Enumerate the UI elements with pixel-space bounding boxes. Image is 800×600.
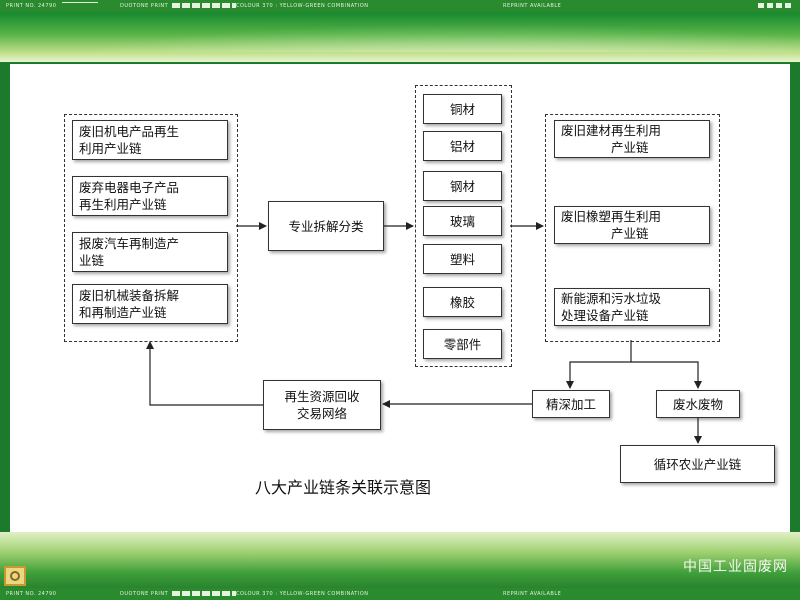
colour-label-bottom: COLOUR 370 : YELLOW-GREEN COMBINATION xyxy=(236,591,369,597)
tone-bars xyxy=(172,3,236,8)
strip-line xyxy=(62,2,98,3)
material-box: 橡胶 xyxy=(423,287,502,317)
top-print-strip: PRINT NO. 24790 DUOTONE PRINT COLOUR 370… xyxy=(0,0,800,12)
top-wave-decoration xyxy=(0,18,800,52)
diagram-caption: 八大产业链条关联示意图 xyxy=(255,478,432,497)
chain-line: 业链 xyxy=(79,253,105,268)
print-no-label-bottom: PRINT NO. 24790 xyxy=(6,591,57,597)
chain-box-vehicles: 报废汽车再制造产业链 xyxy=(72,232,228,272)
chain-box-building-materials: 废旧建材再生利用产业链 xyxy=(554,120,710,158)
reprint-label: REPRINT AVAILABLE xyxy=(503,3,562,9)
material-box: 零部件 xyxy=(423,329,502,359)
bottom-print-strip: PRINT NO. 24790 DUOTONE PRINT COLOUR 370… xyxy=(0,588,800,600)
chain-line: 处理设备产业链 xyxy=(561,308,649,323)
colour-label: COLOUR 370 : YELLOW-GREEN COMBINATION xyxy=(236,3,369,9)
chain-line: 新能源和污水垃圾 xyxy=(561,291,662,306)
material-label: 塑料 xyxy=(449,251,475,267)
duotone-label: DUOTONE PRINT xyxy=(120,3,169,9)
corner-logo-icon xyxy=(4,566,26,586)
chain-line: 再生利用产业链 xyxy=(79,197,167,212)
material-label: 橡胶 xyxy=(449,294,475,310)
network-line: 交易网络 xyxy=(296,406,347,421)
material-box: 塑料 xyxy=(423,244,502,274)
material-box: 铜材 xyxy=(423,94,502,124)
deep-processing-label: 精深加工 xyxy=(545,396,596,412)
wastewater-label: 废水废物 xyxy=(672,396,723,412)
chain-box-rubber-plastics: 废旧橡塑再生利用产业链 xyxy=(554,206,710,244)
chain-line: 废旧机电产品再生 xyxy=(79,124,180,139)
material-label: 铜材 xyxy=(449,101,475,117)
circular-agriculture-box: 循环农业产业链 xyxy=(620,445,775,483)
chain-box-electromechanical: 废旧机电产品再生利用产业链 xyxy=(72,120,228,160)
site-watermark: 中国工业固废网 xyxy=(683,559,788,575)
material-label: 玻璃 xyxy=(449,213,475,229)
print-no-label: PRINT NO. 24790 xyxy=(6,3,57,9)
wastewater-box: 废水废物 xyxy=(656,390,740,418)
chain-line: 废旧机械装备拆解 xyxy=(79,288,180,303)
chain-line: 产业链 xyxy=(611,226,649,241)
right-chain-group xyxy=(545,114,720,342)
material-box: 玻璃 xyxy=(423,206,502,236)
chain-line: 利用产业链 xyxy=(79,141,142,156)
material-label: 铝材 xyxy=(449,138,475,154)
chain-line: 废弃电器电子产品 xyxy=(79,180,180,195)
chain-line: 和再制造产业链 xyxy=(79,305,167,320)
chain-line: 废旧建材再生利用 xyxy=(561,123,662,138)
dismantle-label: 专业拆解分类 xyxy=(288,218,364,234)
material-label: 钢材 xyxy=(449,178,475,194)
dismantle-sort-box: 专业拆解分类 xyxy=(268,201,384,251)
chain-line: 废旧橡塑再生利用 xyxy=(561,209,662,224)
chain-line: 报废汽车再制造产 xyxy=(79,236,180,251)
chain-line: 产业链 xyxy=(611,140,649,155)
material-label: 零部件 xyxy=(443,336,482,352)
arrow-network-to-left xyxy=(146,341,263,406)
circular-agriculture-label: 循环农业产业链 xyxy=(653,456,742,472)
tone-bars-right xyxy=(758,3,792,8)
arrow-to-deep-processing xyxy=(566,340,632,389)
chain-box-machinery: 废旧机械装备拆解和再制造产业链 xyxy=(72,284,228,324)
material-box: 钢材 xyxy=(423,171,502,201)
recycle-network-box: 再生资源回收交易网络 xyxy=(263,380,381,430)
duotone-label-bottom: DUOTONE PRINT xyxy=(120,591,169,597)
chain-box-electronics: 废弃电器电子产品再生利用产业链 xyxy=(72,176,228,216)
network-line: 再生资源回收 xyxy=(284,389,360,404)
material-box: 铝材 xyxy=(423,131,502,161)
arrow-to-wastewater xyxy=(631,361,702,389)
deep-processing-box: 精深加工 xyxy=(532,390,610,418)
tone-bars-bottom xyxy=(172,591,236,596)
reprint-label-bottom: REPRINT AVAILABLE xyxy=(503,591,562,597)
chain-box-new-energy: 新能源和污水垃圾处理设备产业链 xyxy=(554,288,710,326)
